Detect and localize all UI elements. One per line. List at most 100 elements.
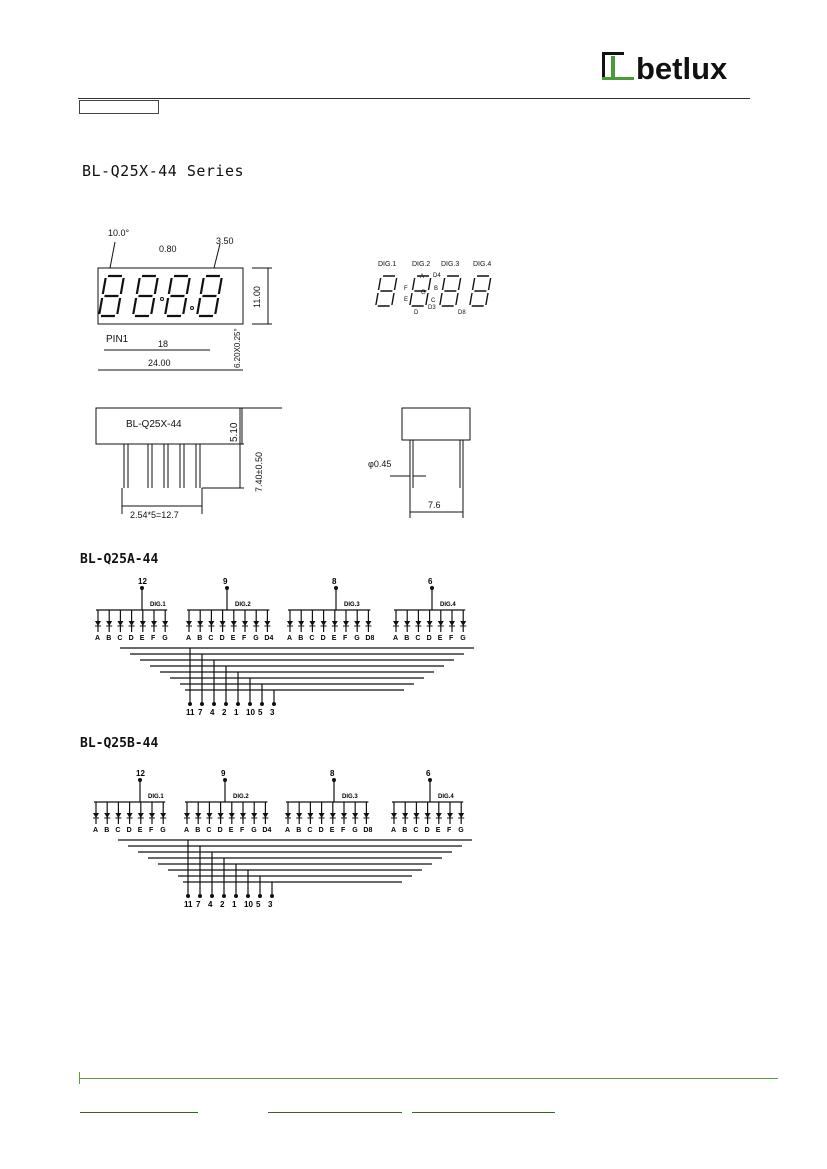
dig-label-1: DIG.1 [378,261,396,268]
segment-label: C [206,827,211,834]
segment-label: D [319,827,324,834]
brand-name: betlux [636,51,728,84]
dim-pin-length: 7.40±0.50 [254,452,264,492]
diode-icon [128,621,135,626]
betlux-mark-icon [602,52,634,80]
dim-body-height: 5.10 [229,422,240,442]
diode-icon [240,813,246,818]
segment-label: E [140,635,145,642]
diode-icon [106,621,113,626]
segment-label: D [220,635,225,642]
diode-icon [449,621,455,626]
segment-label: E [138,827,143,834]
digit-label: DIG.4 [440,602,456,608]
footer-link-3[interactable] [412,1112,555,1113]
footer-link-1[interactable] [80,1112,198,1113]
diode-icon [149,813,155,818]
diode-icon [318,813,325,818]
diode-icon [219,621,226,626]
segment-label: B [197,635,202,642]
segment-label: A [393,635,398,642]
seven-seg-digits [98,274,223,318]
segment-label: D [218,827,223,834]
diode-icon [365,621,372,626]
diode-icon [93,813,99,818]
segment-label: E [332,635,337,642]
bottom-pin-dot [222,894,226,898]
diode-icon [296,813,303,818]
diode-icon [186,621,192,626]
end-view-drawing: φ0.45 7.6 [368,407,471,518]
diode-icon [331,621,338,626]
diode-icon [320,621,327,626]
dim-pitch: 2.54*5=12.7 [130,510,179,520]
seg-label-c: C [431,298,436,304]
segment-label: A [285,827,290,834]
common-pin-label: 12 [138,577,147,586]
diode-icon [309,621,316,626]
segment-label: D [321,635,326,642]
bottom-pin-dot [234,894,238,898]
diode-icon [285,813,291,818]
segment-label: F [343,635,348,642]
betlux-logo: betlux [602,51,728,84]
footer-tick [79,1072,80,1084]
segment-label: G [460,635,466,642]
segment-label: F [240,827,245,834]
schematic-b-title: BL-Q25B-44 [80,736,159,751]
dim-pin-span: 18 [158,339,168,349]
diode-icon [460,621,467,626]
segment-label: E [229,827,234,834]
dim-dp-gap: 0.80 [159,244,177,254]
diode-icon [307,813,314,818]
segment-label: C [208,635,213,642]
bottom-pin-dot [212,702,216,706]
segment-label: B [104,827,109,834]
segment-label: C [307,827,312,834]
segment-label: G [251,827,257,834]
digit-label: DIG.2 [233,794,249,800]
segment-label: F [151,635,156,642]
diode-icon [404,621,411,626]
seg-label-d8: D8 [458,310,466,316]
segment-label: F [242,635,247,642]
common-pin-label: 8 [332,577,337,586]
common-pin-dot [140,586,144,590]
diode-icon [184,813,190,818]
bottom-pin-dot [248,702,252,706]
diode-icon [458,813,465,818]
segment-label: C [413,827,418,834]
bottom-pin-dot [236,702,240,706]
diode-icon [195,813,202,818]
common-pin-label: 6 [426,769,431,778]
segment-label: A [93,827,98,834]
common-pin-label: 8 [330,769,335,778]
digit-label: DIG.1 [148,794,164,800]
diode-icon [262,813,269,818]
diode-icon [413,813,420,818]
bottom-pin-dot [224,702,228,706]
diode-icon [352,813,359,818]
diode-icon [298,621,305,626]
dim-pin-diameter: φ0.45 [368,459,391,469]
common-pin-label: 9 [221,769,226,778]
common-pin-dot [138,778,142,782]
common-pin-dot [334,586,338,590]
footer-link-2[interactable] [268,1112,402,1113]
segment-label: F [449,635,454,642]
segment-label: B [404,635,409,642]
header-tab [79,100,159,114]
dim-height: 11.00 [252,286,262,308]
segment-label: B [402,827,407,834]
segment-label: G [354,635,360,642]
diode-icon [217,813,224,818]
bottom-pin-label: 11 [184,900,193,909]
bottom-pin-label: 2 [220,900,225,909]
diode-icon [343,621,349,626]
segment-label: B [195,827,200,834]
dim-angle: 10.0° [108,228,130,238]
common-pin-dot [428,778,432,782]
dig-label-3: DIG.3 [441,261,459,268]
bottom-pin-dot [186,894,190,898]
common-pin-label: 6 [428,577,433,586]
